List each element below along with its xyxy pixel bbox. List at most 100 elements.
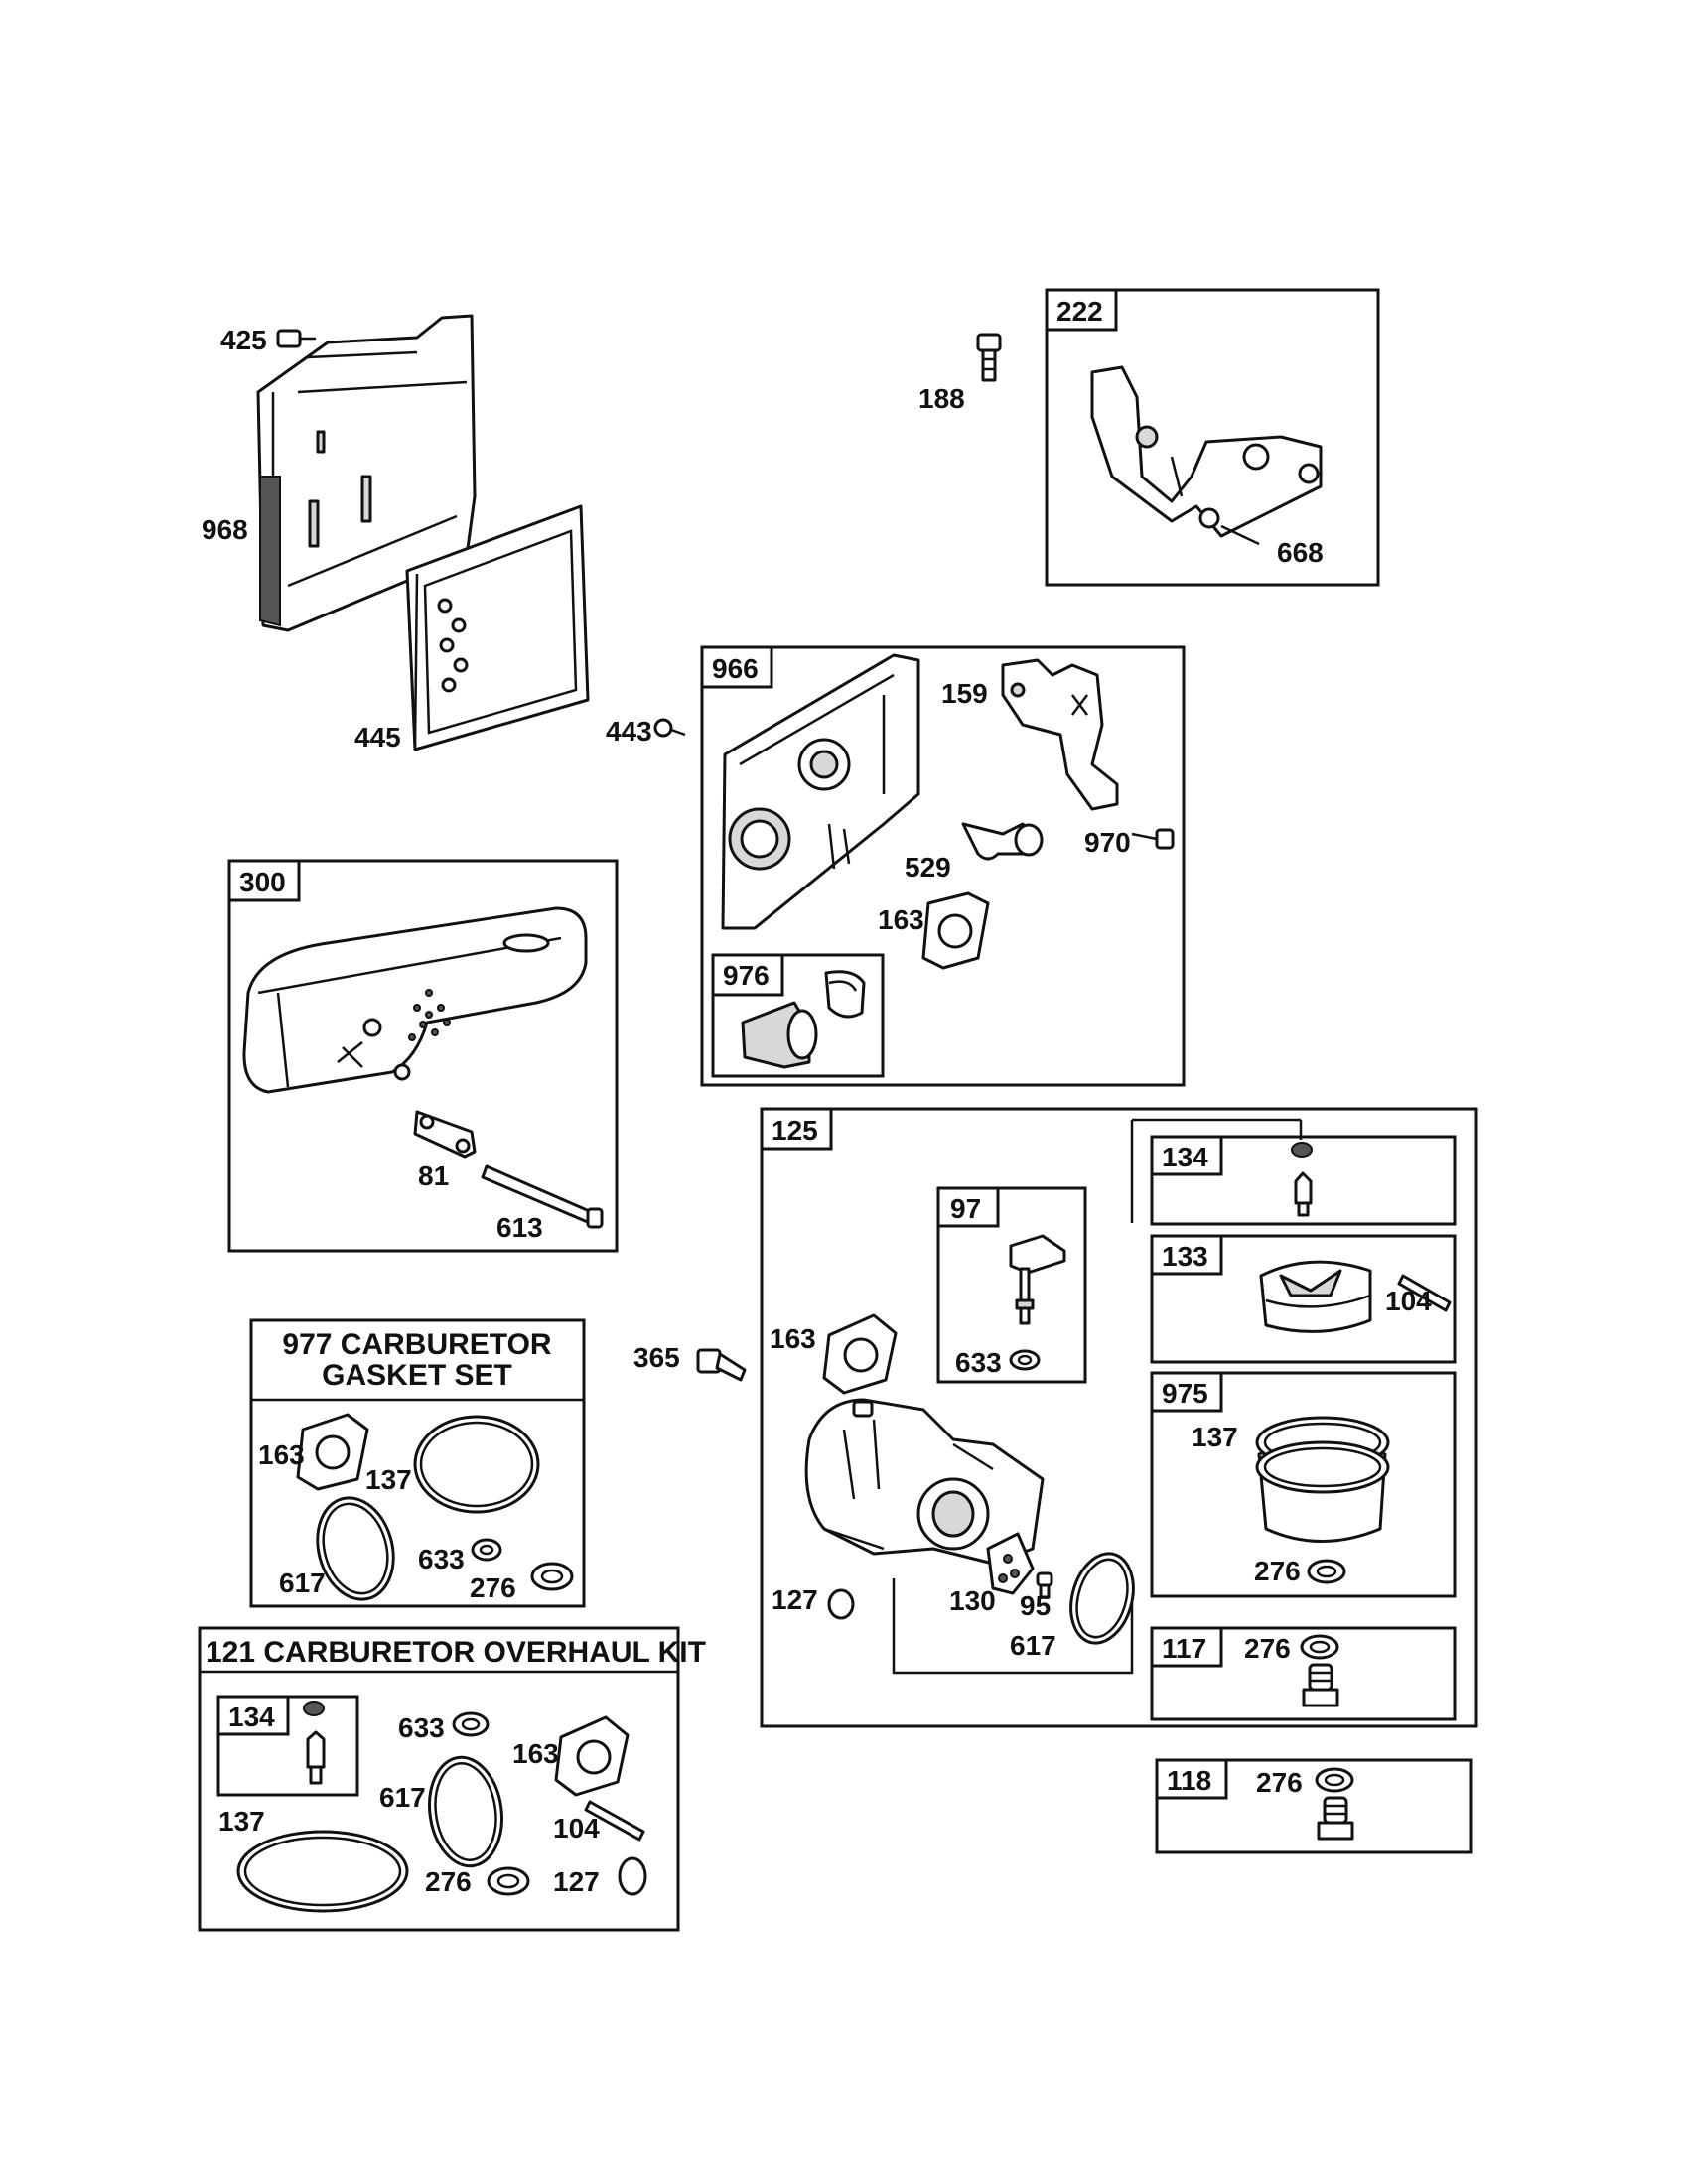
label-617b: 617 (1010, 1630, 1056, 1661)
gasket-set-title-line2: GASKET SET (322, 1359, 512, 1392)
label-633c: 633 (398, 1712, 445, 1743)
box-label-976: 976 (723, 960, 770, 991)
gasket-set-title-line1: 977 CARBURETOR (282, 1328, 552, 1361)
label-159: 159 (941, 678, 988, 709)
label-445: 445 (354, 722, 401, 752)
plate-130-drawing (986, 1532, 1035, 1595)
box-label-117: 117 (1162, 1633, 1206, 1664)
box-975: 975 137 276 (1150, 1371, 1457, 1598)
plug-127b-drawing (618, 1856, 647, 1896)
box-121-overhaul-kit: 121 CARBURETOR OVERHAUL KIT 134 633 163 … (198, 1626, 706, 1932)
label-104a: 104 (1385, 1286, 1432, 1316)
label-163b: 163 (258, 1439, 305, 1470)
box-label-134b: 134 (228, 1702, 275, 1732)
gasket-163d-drawing (554, 1715, 630, 1797)
label-276d: 276 (1256, 1767, 1303, 1798)
washer-633b-drawing (1009, 1349, 1041, 1371)
air-cleaner-group: 425 968 445 (202, 314, 590, 752)
box-134a: 134 (1150, 1135, 1457, 1226)
label-137b: 137 (1192, 1422, 1238, 1452)
air-cleaner-base-drawing (721, 653, 920, 930)
label-163c: 163 (770, 1323, 816, 1354)
oring-617b-drawing (1069, 1552, 1135, 1645)
box-label-133: 133 (1162, 1241, 1208, 1272)
air-cleaner-cover-drawing (256, 314, 477, 632)
screw-970-drawing (1131, 828, 1175, 850)
gasket-276e-drawing (487, 1866, 530, 1896)
label-276a: 276 (470, 1572, 516, 1603)
muffler-drawing (242, 906, 588, 1094)
label-668: 668 (1277, 537, 1324, 568)
label-81: 81 (418, 1160, 449, 1191)
label-163d: 163 (512, 1738, 559, 1769)
label-127a: 127 (772, 1584, 818, 1615)
box-976: 976 (711, 953, 885, 1078)
screw-425-drawing (276, 329, 316, 348)
hose-529-drawing (961, 822, 1044, 861)
oring-137c-drawing (236, 1830, 409, 1913)
label-365: 365 (633, 1342, 680, 1373)
screw-95-drawing (1036, 1571, 1053, 1599)
pin-104a-drawing (1397, 1274, 1452, 1312)
label-443: 443 (606, 716, 652, 747)
gasket-163b-drawing (296, 1413, 369, 1491)
stud-613-drawing (481, 1164, 604, 1229)
label-130: 130 (949, 1585, 996, 1616)
label-276c: 276 (1244, 1633, 1291, 1664)
label-617c: 617 (379, 1782, 426, 1813)
gasket-163a-drawing (921, 891, 990, 970)
label-188: 188 (918, 383, 965, 414)
bracket-159-drawing (1001, 658, 1119, 811)
screw-443-drawing (653, 718, 686, 738)
box-117: 117 276 (1150, 1626, 1457, 1721)
needle-valve-134b-drawing (303, 1701, 326, 1785)
oring-137a-drawing (413, 1415, 540, 1514)
overhaul-kit-title: 121 CARBURETOR OVERHAUL KIT (206, 1636, 706, 1669)
fitting-365-drawing (696, 1348, 747, 1382)
float-needle-97-drawing (1009, 1234, 1066, 1325)
bolt-118-drawing (1317, 1796, 1354, 1841)
box-133: 133 104 (1150, 1234, 1457, 1364)
box-977-gasket-set: 977 CARBURETOR GASKET SET 163 137 617 63… (249, 1318, 586, 1608)
box-label-975: 975 (1162, 1378, 1208, 1409)
label-970: 970 (1084, 827, 1131, 858)
air-filter-drawing (405, 504, 590, 751)
box-966: 966 159 529 (700, 645, 1186, 1087)
gasket-163c-drawing (822, 1313, 898, 1395)
pin-104b-drawing (584, 1800, 645, 1842)
label-127b: 127 (553, 1866, 600, 1897)
label-633b: 633 (955, 1347, 1002, 1378)
label-276b: 276 (1254, 1556, 1301, 1586)
float-bowl-975-drawing (1255, 1416, 1390, 1543)
gasket-276d-drawing (1315, 1767, 1354, 1793)
washer-81-drawing (413, 1110, 477, 1159)
box-label-966: 966 (712, 653, 759, 684)
box-label-125: 125 (772, 1115, 818, 1146)
label-137c: 137 (218, 1806, 265, 1837)
washer-633a-drawing (471, 1538, 502, 1562)
gasket-276c-drawing (1300, 1634, 1339, 1660)
plug-127a-drawing (827, 1588, 855, 1620)
oring-617a-drawing (316, 1496, 395, 1601)
needle-valve-134a-drawing (1291, 1142, 1313, 1217)
box-label-97: 97 (950, 1193, 981, 1224)
bolt-117-drawing (1302, 1663, 1339, 1707)
carburetor-body-drawing (804, 1398, 1045, 1566)
filter-976-drawing (741, 970, 866, 1069)
box-118: 118 276 (1155, 1758, 1473, 1854)
gasket-276b-drawing (1307, 1559, 1346, 1584)
label-968: 968 (202, 514, 248, 545)
label-529: 529 (905, 852, 951, 883)
label-137a: 137 (365, 1464, 412, 1495)
screw-188-drawing (976, 333, 1002, 382)
label-104b: 104 (553, 1813, 600, 1843)
box-222: 222 668 (1045, 288, 1380, 587)
label-276e: 276 (425, 1866, 472, 1897)
label-425: 425 (220, 325, 267, 355)
box-label-222: 222 (1056, 296, 1103, 327)
box-label-300: 300 (239, 867, 286, 897)
box-134b: 134 (216, 1695, 359, 1797)
label-163a: 163 (878, 904, 924, 935)
label-633a: 633 (418, 1544, 465, 1574)
